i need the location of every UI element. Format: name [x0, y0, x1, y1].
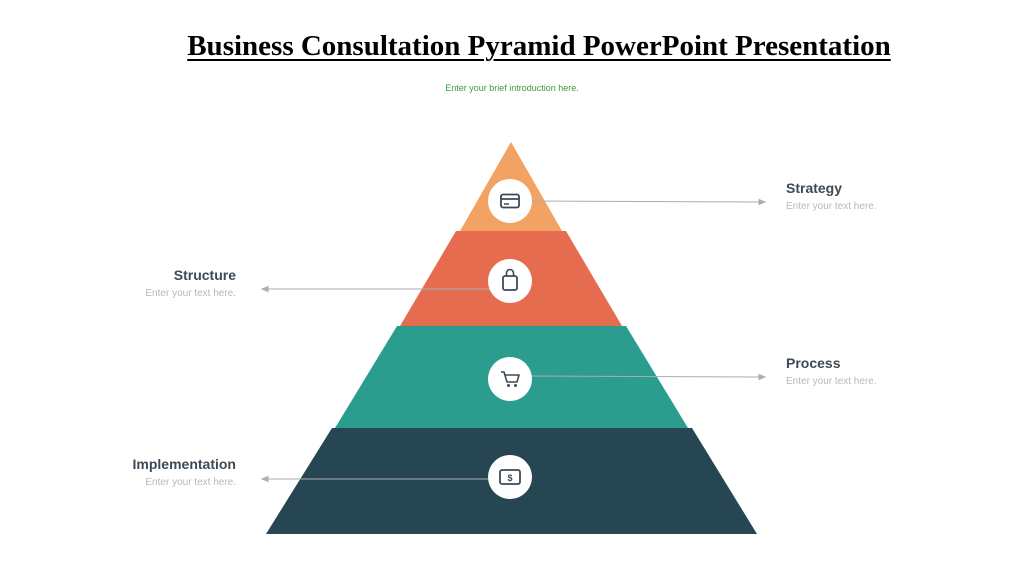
- connector-strategy-arrow: [758, 198, 767, 206]
- shopping-bag-icon: [488, 259, 532, 303]
- label-strategy-text: Enter your text here.: [786, 201, 877, 212]
- connector-process: [529, 375, 761, 378]
- label-structure-heading: Structure: [173, 267, 236, 283]
- label-process-text: Enter your text here.: [786, 376, 877, 387]
- svg-text:$: $: [507, 473, 512, 483]
- label-structure: Structure Enter your text here.: [36, 267, 236, 299]
- money-bill-icon: $: [488, 455, 532, 499]
- slide-title: Business Consultation Pyramid PowerPoint…: [187, 30, 891, 62]
- label-strategy: Strategy Enter your text here.: [786, 180, 986, 212]
- connector-strategy: [529, 200, 761, 203]
- label-implementation-heading: Implementation: [132, 456, 236, 472]
- label-implementation-text: Enter your text here.: [145, 477, 236, 488]
- connector-implementation-arrow: [260, 475, 269, 483]
- connector-process-arrow: [758, 373, 767, 381]
- shopping-cart-icon: [488, 357, 532, 401]
- label-process-heading: Process: [786, 355, 841, 371]
- connector-structure-arrow: [260, 285, 269, 293]
- label-implementation: Implementation Enter your text here.: [36, 456, 236, 488]
- label-strategy-heading: Strategy: [786, 180, 843, 196]
- label-structure-text: Enter your text here.: [145, 288, 236, 299]
- slide-intro: Enter your brief introduction here.: [445, 83, 579, 93]
- label-process: Process Enter your text here.: [786, 355, 986, 387]
- credit-card-icon: [488, 179, 532, 223]
